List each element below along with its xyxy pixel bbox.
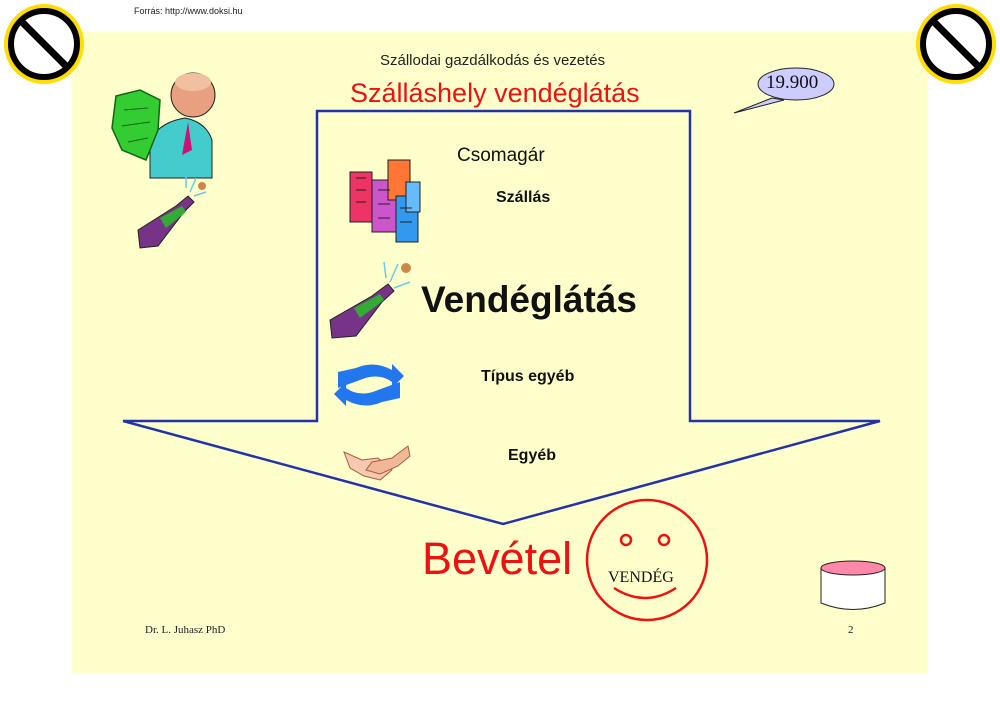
exchange-arrows-icon [334, 364, 404, 406]
guest-label: VENDÉG [608, 569, 674, 586]
slide-subtitle: Szállodai gazdálkodás és vezetés [380, 52, 606, 69]
down-arrow [122, 109, 881, 526]
author-footer: Dr. L. Juhasz PhD [145, 624, 226, 636]
champagne-bottle-icon [329, 261, 411, 339]
handshake-icon [343, 445, 411, 481]
price-bubble-text: 19.900 [766, 72, 819, 93]
champagne-bottle-icon-left [137, 176, 207, 249]
package-label: Csomagár [457, 145, 545, 166]
other-label: Egyéb [508, 447, 557, 464]
abbyy-badge-right [916, 4, 996, 84]
abbyy-badge-left [4, 4, 84, 84]
price-bubble [733, 67, 835, 114]
businessman-money-icon [111, 72, 216, 179]
slide-background [72, 32, 928, 674]
buildings-icon [349, 159, 421, 243]
revenue-label: Bevétel [422, 533, 573, 584]
database-cylinder-icon [820, 560, 886, 610]
slide-title: Szálláshely vendéglátás [350, 78, 640, 108]
accommodation-label: Szállás [496, 189, 551, 206]
smiley-face [585, 498, 709, 622]
catering-label: Vendéglátás [421, 279, 637, 320]
type-other-label: Típus egyéb [481, 368, 575, 385]
page-number: 2 [848, 624, 854, 636]
source-note: Forrás: http://www.doksi.hu [134, 6, 243, 16]
